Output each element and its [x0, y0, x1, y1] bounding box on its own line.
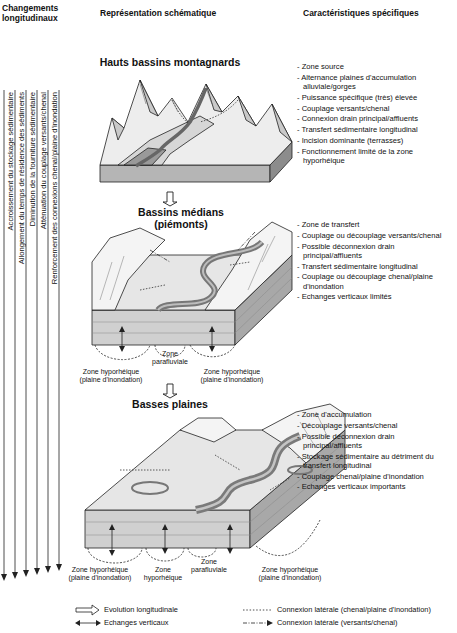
hyporheic-zone: [256, 520, 320, 556]
feature-item: - Couplage versants/chenal: [297, 104, 455, 113]
hillslope: [92, 228, 165, 310]
stage-panel: Hauts bassins montagnards- Zone source- …: [75, 52, 457, 192]
panel-heading: Bassins médians (piémonts): [135, 206, 227, 230]
legend-text: Connexion latérale (chenal/plaine d'inon…: [277, 605, 431, 614]
oxbow: [132, 482, 168, 494]
hillslope: [205, 222, 292, 310]
peak-shade: [238, 96, 256, 126]
trend-label: Diminution de la fourniture sédimentaire: [28, 92, 37, 226]
legend-samples: [75, 605, 273, 626]
parafluvial-zone: [188, 548, 216, 557]
feature-item: - Zone source: [297, 62, 455, 71]
feature-item: - Découplage versants/chenal: [297, 421, 455, 430]
feature-item: - Puissance spécifique (très) élevée: [297, 93, 455, 102]
legend-text: Echanges verticaux: [104, 618, 169, 627]
vertical-exchange: [122, 328, 212, 350]
hollow-arrow-sample: [76, 605, 99, 615]
peak-shade: [206, 84, 222, 112]
zone-label: Zone hyporhéique (plaine d'inondation): [197, 368, 267, 384]
block-front: [100, 165, 270, 182]
panel-heading: Basses plaines: [120, 398, 220, 410]
feature-item: - Stockage sédimentaire au détriment du …: [297, 452, 455, 470]
column-header: Caractéristiques spécifiques: [303, 8, 453, 18]
legend-text: Connexion latérale (versants/chenal): [277, 618, 397, 627]
feature-item: - Incision dominante (terrasses): [297, 136, 455, 145]
feature-list: - Zone de transfert - Couplage ou découpl…: [297, 220, 455, 303]
peak-shade: [112, 118, 124, 140]
valley-floor: [118, 116, 214, 165]
trend-label: Accroissement du stockage sédimentaire: [6, 92, 15, 230]
feature-item: - Alternance plaines d'accumulation allu…: [297, 73, 455, 91]
hillslope: [180, 418, 236, 442]
feature-item: - Possible déconnexion drain principal/a…: [297, 242, 455, 260]
feature-item: - Possible déconnexion drain principal/a…: [297, 432, 455, 450]
feature-item: - Couplage ou découplage versants/chenal: [297, 231, 455, 240]
feature-item: - Transfert sédimentaire longitudinal: [297, 125, 455, 134]
dotted-sample: [243, 610, 272, 611]
tributary: [200, 100, 238, 122]
peak-shade: [140, 80, 158, 116]
river: [196, 436, 300, 510]
mountains: [100, 80, 292, 165]
vertical-exchange: [112, 526, 230, 554]
arrow-heads: [75, 620, 101, 626]
mountain-basin: [100, 80, 292, 182]
feature-item: - Couplage chenal/plaine d'inondation: [297, 472, 455, 481]
column-header: Changements longitudinaux: [2, 3, 64, 23]
river: [136, 88, 206, 166]
trend-label: Renforcement des connexions chenal/plain…: [50, 92, 59, 284]
feature-item: - Transfert sédimentaire longitudinal: [297, 262, 455, 271]
trend-label: Atténuation du couplage versants/chenal: [39, 92, 48, 229]
zone-label: Zone hyporhéique (plaine d'inondation): [76, 368, 146, 384]
feature-item: - Zone de transfert: [297, 220, 455, 229]
legend-text: Evolution longitudinale: [104, 605, 178, 614]
river-core: [158, 242, 262, 310]
flow-arrow: [163, 384, 177, 398]
feature-item: - Echanges verticaux limités: [297, 292, 455, 301]
piedmont-basin: [92, 222, 292, 360]
feature-item: - Echanges verticaux importants: [297, 482, 455, 491]
river-core: [196, 436, 300, 510]
panel-heading: Hauts bassins montagnards: [85, 56, 255, 68]
zone-label: Zone hyporhéique (plaine d'inondation): [255, 566, 325, 582]
arrow-heads: [119, 326, 215, 352]
lateral-link: [140, 262, 250, 290]
lateral-link: [120, 455, 290, 490]
trend-arrow: [4, 90, 5, 578]
zone-label: Zone hyporhéique (plaine d'inondation): [65, 566, 135, 582]
zone-label: Zone hyporhéique: [142, 566, 184, 582]
column-header: Représentation schématique: [100, 8, 240, 18]
river: [158, 242, 262, 310]
trend-arrows: [1, 90, 62, 581]
peak-shade: [272, 104, 292, 142]
arrow-heads: [109, 524, 233, 556]
feature-list: - Zone d'accumulation - Découplage versan…: [297, 410, 455, 493]
slope-hatch: [100, 236, 275, 300]
feature-item: - Connexion drain principal/affluents: [297, 114, 455, 123]
hyporheic-zone: [88, 548, 142, 563]
feature-list: - Zone source - Alternance plaines d'accu…: [297, 62, 455, 167]
flow-arrow: [163, 192, 177, 206]
stage-panel: Bassins médians (piémonts) - Zone de tran…: [75, 206, 457, 384]
zone-label: Zone parafluviale: [188, 558, 230, 574]
ridge-lines: [140, 84, 212, 112]
trend-label: Allongement du temps de résidence des sé…: [17, 92, 26, 264]
feature-item: - Zone d'accumulation: [297, 410, 455, 419]
arrow-heads: [1, 564, 62, 581]
block-front: [92, 310, 235, 345]
arrow-head: [267, 620, 273, 626]
tributary: [172, 100, 188, 123]
zone-label: Zone parafluviale: [148, 350, 192, 366]
dashdot-sample: [243, 623, 268, 624]
feature-item: - Fonctionnement limité de la zone hypor…: [297, 147, 455, 165]
slope-link: [150, 232, 255, 262]
double-arrow-sample: [78, 623, 98, 624]
feature-item: - Couplage ou découplage chenal/plaine d…: [297, 272, 455, 290]
